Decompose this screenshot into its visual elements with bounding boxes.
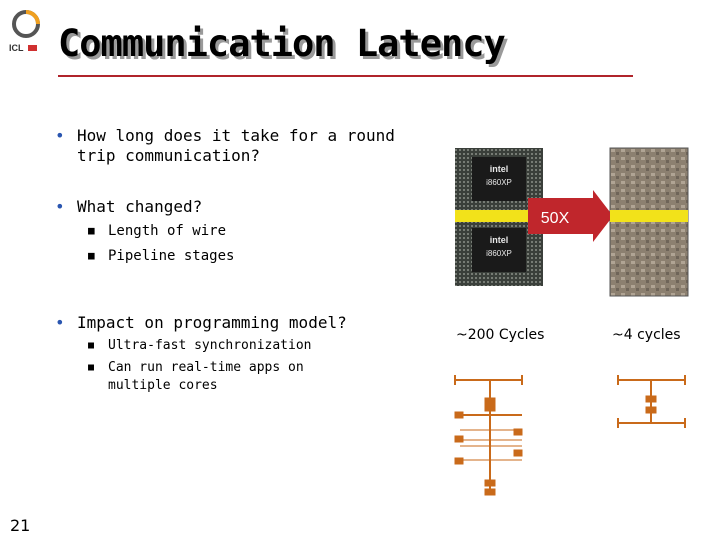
bullet-marker: • — [55, 197, 65, 216]
sub-bullet-wire: ■ Length of wire — [88, 222, 408, 240]
caption-right-latency: ~4 cycles — [612, 327, 681, 343]
svg-text:intel: intel — [490, 164, 509, 174]
square-marker: ■ — [88, 224, 95, 237]
sub-bullet-text: Pipeline stages — [108, 248, 235, 264]
sub-bullet-realtime: ■ Can run real-time apps on multiple cor… — [88, 359, 308, 395]
svg-text:i860XP: i860XP — [486, 178, 512, 187]
sub-bullet-text: Can run real-time apps on multiple cores — [108, 360, 304, 393]
pipeline-diagram-long — [454, 375, 523, 496]
bullet-programming-model: • Impact on programming model? — [55, 313, 422, 333]
svg-text:ICL: ICL — [9, 43, 24, 53]
bullet-text: How long does it take for a round trip c… — [77, 126, 395, 165]
pipeline-diagram-short — [617, 375, 686, 428]
page-number: 21 — [10, 516, 31, 535]
bullet-marker: • — [55, 126, 65, 145]
speedup-arrow: 50X — [455, 190, 688, 242]
bullet-text: What changed? — [77, 197, 203, 216]
slide-title: Communication Latency — [58, 22, 506, 65]
svg-text:i860XP: i860XP — [486, 249, 512, 258]
square-marker: ■ — [88, 340, 95, 351]
caption-left-latency: ~200 Cycles — [456, 327, 545, 343]
title-divider — [58, 75, 633, 77]
svg-text:50X: 50X — [541, 210, 570, 227]
bullet-text: Impact on programming model? — [77, 313, 347, 332]
sub-bullet-sync: ■ Ultra-fast synchronization — [88, 337, 408, 355]
latency-figure: intel i860XP intel i860XP 50X — [454, 147, 689, 496]
icl-logo: ICL — [6, 4, 46, 56]
sub-bullet-text: Length of wire — [108, 223, 227, 239]
sub-bullet-text: Ultra-fast synchronization — [108, 338, 312, 353]
sub-bullet-pipeline: ■ Pipeline stages — [88, 247, 408, 265]
square-marker: ■ — [88, 249, 95, 262]
bullet-what-changed: • What changed? — [55, 197, 422, 217]
bullet-round-trip: • How long does it take for a round trip… — [55, 126, 422, 166]
square-marker: ■ — [88, 362, 95, 373]
bullet-marker: • — [55, 313, 65, 332]
svg-text:intel: intel — [490, 235, 509, 245]
